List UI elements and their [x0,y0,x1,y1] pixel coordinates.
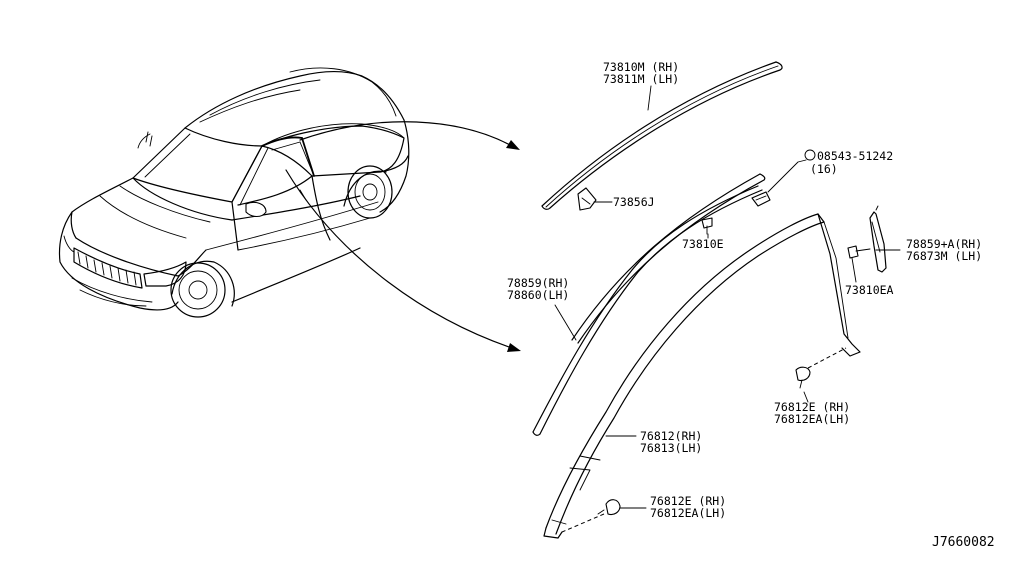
car-illustration [58,67,410,318]
callout-76813-lh: 76813(LH) [640,441,702,455]
clip-76812e-lower [561,499,621,533]
leader-lines [554,85,901,509]
callout-76812e-rh-upper: 76812E (RH) [774,400,850,414]
molding-78859 [532,185,763,436]
callout-76812e-rh-lower: 76812E (RH) [650,494,726,508]
callout-76812-rh: 76812(RH) [640,429,702,443]
callout-76873m-lh: 76873M (LH) [906,249,982,263]
clip-73810e [701,217,713,235]
strip-78859a [869,205,887,273]
callout-73856j: 73856J [613,195,655,209]
callout-08543-51242: 08543-51242 [817,149,893,163]
callout-76812ea-lh-upper: 76812EA(LH) [774,412,850,426]
callout-73810m-rh: 73810M (RH) [603,60,679,74]
roof-molding [541,61,783,210]
callout-76812ea-lh-lower: 76812EA(LH) [650,506,726,520]
clip-73856j [577,187,597,211]
callout-78859-rh: 78859(RH) [507,276,569,290]
arrows [285,121,521,352]
callout-08543-qty: (16) [810,162,838,176]
callout-78859a-rh: 78859+A(RH) [906,237,982,251]
callout-73811m-lh: 73811M (LH) [603,72,679,86]
clip-76812e-upper [795,347,847,389]
screw-08543 [751,191,771,207]
callout-78860-lh: 78860(LH) [507,288,569,302]
upper-door-molding [571,173,766,344]
door-sash-76812 [543,213,861,539]
drawing-number: J7660082 [932,535,995,550]
callouts: 73810M (RH) 73811M (LH) 08543-51242 (16)… [507,60,995,550]
callout-73810ea: 73810EA [845,283,894,297]
screw-73810ea [847,245,871,259]
callout-73810e: 73810E [682,237,724,251]
